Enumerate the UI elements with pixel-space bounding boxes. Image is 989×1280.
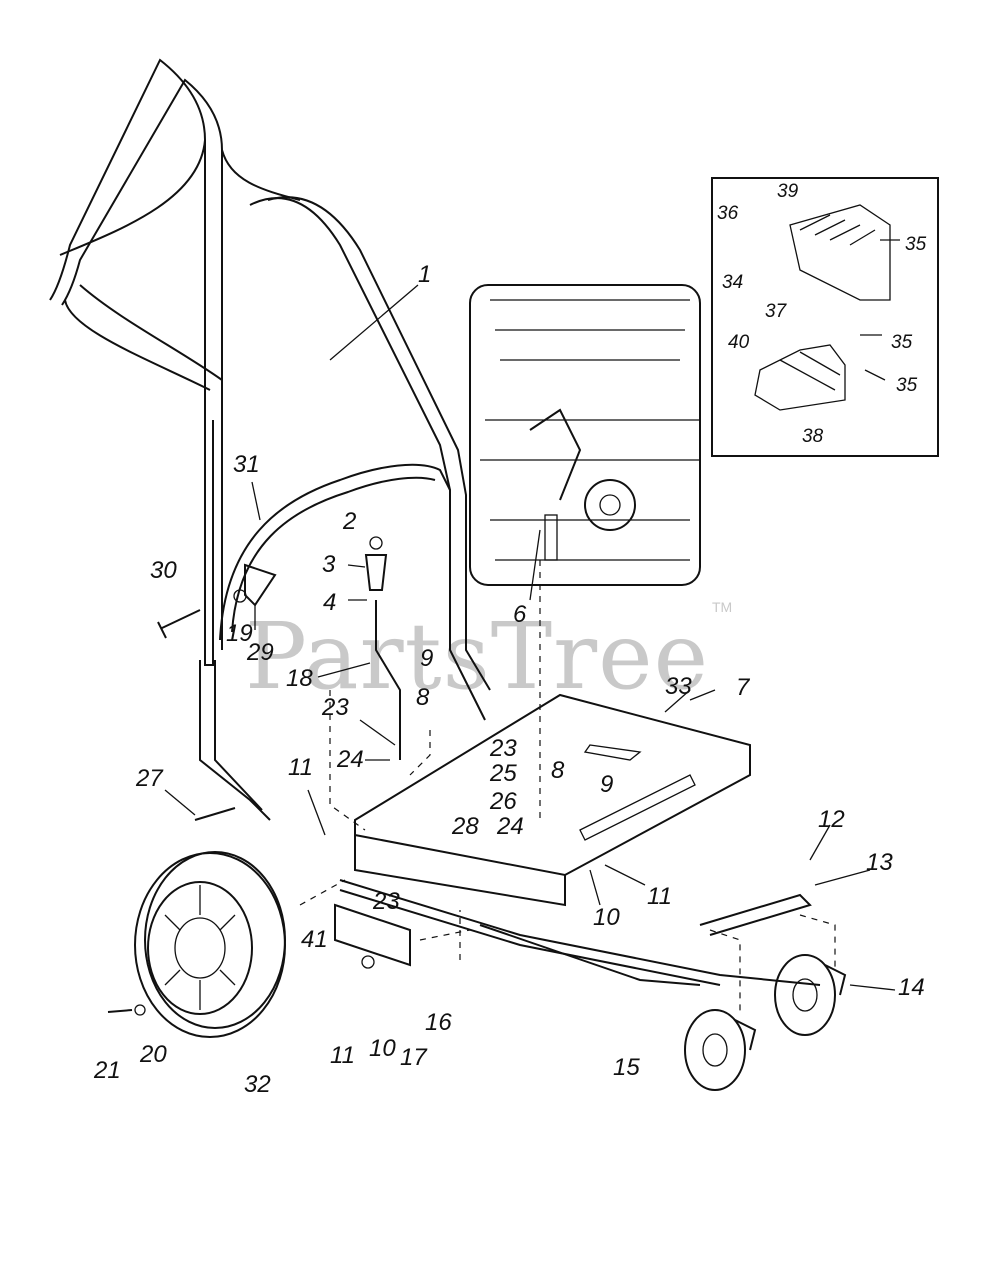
axle-drawing: [339, 879, 821, 986]
lever-drawing: [233, 563, 277, 630]
callout-9-lower: 9: [600, 771, 613, 798]
routing-lines: [299, 560, 836, 1015]
inset-detail: 36 39 35 34 37 40 35 35 38: [711, 177, 939, 457]
inset-callout-35-low: 35: [896, 375, 918, 396]
callout-28: 28: [451, 813, 479, 840]
callout-2: 2: [342, 508, 356, 535]
callout-30: 30: [150, 557, 177, 584]
callout-20: 20: [139, 1041, 167, 1068]
callout-18: 18: [286, 665, 313, 692]
callout-29: 29: [246, 639, 274, 666]
callout-23-mid: 23: [489, 735, 517, 762]
callout-31: 31: [233, 451, 260, 478]
inset-callout-40: 40: [728, 332, 750, 353]
caster-drawing: [684, 954, 847, 1091]
watermark-text: PartsTree: [245, 603, 709, 710]
callout-11-lower: 11: [330, 1042, 355, 1069]
callout-25: 25: [489, 760, 517, 787]
inset-callout-35-top: 35: [905, 234, 927, 255]
inset-callout-39: 39: [777, 181, 799, 202]
callout-26: 26: [489, 788, 517, 815]
callout-33: 33: [665, 673, 692, 700]
callout-12: 12: [818, 806, 845, 833]
callout-13: 13: [866, 849, 893, 876]
callout-4: 4: [323, 589, 336, 616]
watermark: PartsTree TM: [245, 599, 732, 710]
callout-14: 14: [898, 974, 925, 1001]
callout-11-upper: 11: [288, 754, 313, 781]
callout-1: 1: [418, 261, 431, 288]
callout-6: 6: [513, 601, 527, 628]
inset-callout-38: 38: [802, 426, 824, 447]
callout-10-lower: 10: [369, 1035, 396, 1062]
inset-callout-35-mid: 35: [891, 332, 913, 353]
wheel-drawing: [134, 851, 286, 1038]
callout-23-upper: 23: [321, 694, 349, 721]
callout-24-left: 24: [336, 746, 364, 773]
callout-41: 41: [301, 926, 328, 953]
callout-21: 21: [93, 1057, 121, 1084]
engine-drawing: [469, 284, 701, 586]
callout-15: 15: [613, 1054, 640, 1081]
callout-16: 16: [425, 1009, 452, 1036]
callout-8-lower: 8: [551, 757, 565, 784]
inset-callout-34: 34: [722, 272, 743, 293]
callout-8-upper: 8: [416, 684, 430, 711]
callout-17: 17: [400, 1044, 428, 1071]
callout-11-right: 11: [647, 883, 672, 910]
callout-23-lower: 23: [372, 888, 400, 915]
callout-27: 27: [135, 765, 164, 792]
bolts-drawing: [107, 609, 236, 1016]
callout-9-upper: 9: [420, 645, 433, 672]
plate-drawing: [334, 903, 411, 969]
callout-32: 32: [244, 1071, 271, 1098]
inset-callout-37: 37: [765, 301, 788, 322]
base-plate-drawing: [354, 693, 751, 907]
control-rod-drawing: [364, 536, 401, 760]
inset-callout-36: 36: [717, 203, 739, 224]
callout-10-right: 10: [593, 904, 620, 931]
callout-24-right: 24: [496, 813, 524, 840]
callout-19: 19: [226, 620, 253, 647]
callout-3: 3: [322, 551, 336, 578]
watermark-trademark: TM: [712, 599, 732, 615]
leader-lines: [164, 284, 896, 991]
callout-7: 7: [736, 674, 751, 701]
callout-labels: 1 2 3 4 6 7 8 8 9 9 10 10 11 11 11 12 13…: [93, 261, 925, 1098]
